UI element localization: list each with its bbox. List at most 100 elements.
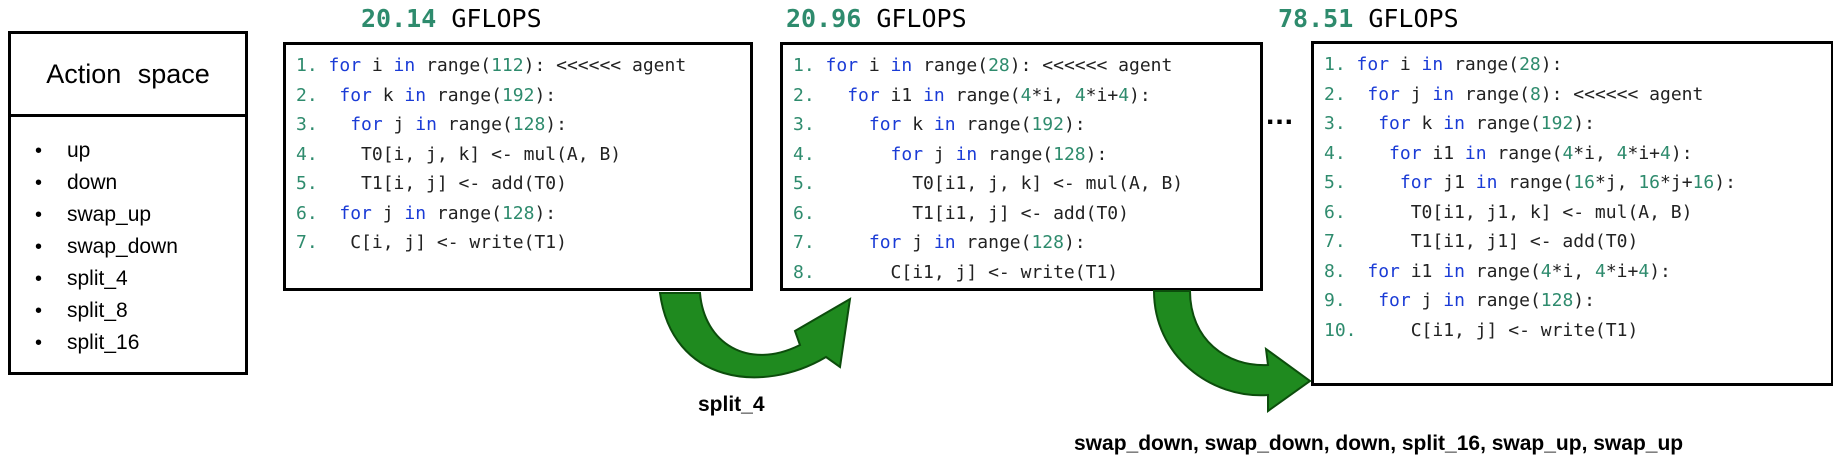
line-number: 1.	[296, 55, 329, 76]
line-number: 7.	[1324, 231, 1357, 252]
code-text: T0[i, j, k] <- mul(A, B)	[328, 143, 622, 165]
code-number: 4	[1540, 260, 1552, 282]
code-number: 4	[1074, 84, 1086, 106]
code-number: 16	[1638, 172, 1661, 193]
code-text: *j+	[1660, 172, 1693, 193]
code-line: 8. for i1 in range(4*i, 4*i+4):	[1324, 257, 1821, 287]
code-text: range(	[955, 232, 1032, 253]
action-list: up down swap_up swap_down split_4 split_…	[11, 117, 245, 359]
code-text: ):	[1063, 232, 1086, 253]
stage-3-gflops-unit: GFLOPS	[1368, 4, 1459, 33]
code-text: j	[923, 143, 956, 165]
action-space-title: Action space	[11, 34, 245, 117]
code-line: 6. T1[i1, j] <- add(T0)	[793, 199, 1250, 229]
transition-arrow-1	[658, 292, 852, 379]
code-text: *i+	[1605, 260, 1639, 282]
code-text: range(	[426, 84, 502, 106]
code-text: ):	[1670, 142, 1693, 164]
code-line: 4. for j in range(128):	[793, 140, 1250, 170]
code-keyword: in	[933, 232, 956, 253]
stage-3-code-box: 1. for i in range(28):2. for j in range(…	[1311, 41, 1833, 386]
code-number: 4	[1594, 260, 1606, 282]
code-keyword: for	[847, 84, 880, 106]
code-keyword: in	[1432, 83, 1455, 105]
code-number: 8	[1529, 83, 1541, 105]
line-number: 8.	[793, 261, 826, 283]
code-line: 6. for j in range(128):	[296, 199, 740, 229]
code-text: ): <<<<<< agent	[523, 55, 687, 76]
code-text: j1	[1432, 172, 1476, 193]
code-text: T0[i1, j, k] <- mul(A, B)	[825, 173, 1184, 194]
code-keyword: for	[1367, 260, 1400, 282]
code-text	[329, 114, 351, 135]
code-text	[329, 203, 340, 224]
stage-1-gflops-value: 20.14	[361, 4, 437, 33]
line-number: 6.	[1324, 201, 1357, 223]
action-space-panel: Action space up down swap_up swap_down s…	[8, 31, 248, 375]
line-number: 4.	[1324, 142, 1357, 164]
code-line: 8. C[i1, j] <- write(T1)	[793, 258, 1250, 288]
code-text: i1	[879, 84, 924, 106]
transition-label-1: split_4	[698, 393, 765, 416]
code-line: 1. for i in range(28): <<<<<< agent	[793, 51, 1250, 81]
action-item-up: up	[11, 135, 245, 167]
code-text: *j,	[1594, 172, 1639, 193]
code-keyword: for	[328, 55, 362, 76]
code-text: range(	[1464, 290, 1541, 311]
code-text	[1357, 290, 1379, 311]
code-number: 128	[512, 114, 546, 135]
action-item-swap-up: swap_up	[11, 199, 245, 231]
code-text: range(	[436, 114, 513, 135]
code-number: 4	[1118, 84, 1130, 106]
code-text: range(	[1454, 83, 1530, 105]
action-item-down: down	[11, 167, 245, 199]
transition-label-2: swap_down, swap_down, down, split_16, sw…	[1074, 432, 1684, 455]
code-text: ):	[1714, 172, 1736, 193]
code-text: ):	[1063, 114, 1086, 135]
code-line: 4. for i1 in range(4*i, 4*i+4):	[1324, 139, 1821, 169]
action-item-split-16: split_16	[11, 327, 245, 359]
code-line: 7. T1[i1, j1] <- add(T0)	[1324, 227, 1821, 257]
code-keyword: for	[1389, 142, 1422, 164]
code-line: 3. for j in range(128):	[296, 110, 740, 140]
code-text: j	[901, 232, 934, 253]
stage-3-gflops: 78.51 GFLOPS	[1278, 4, 1459, 33]
code-keyword: in	[890, 55, 913, 76]
code-keyword: for	[350, 114, 383, 135]
line-number: 8.	[1324, 260, 1357, 282]
code-text: T1[i, j] <- add(T0)	[328, 173, 567, 194]
code-keyword: in	[1475, 172, 1498, 193]
code-text: range(	[1464, 260, 1541, 282]
code-keyword: in	[1443, 260, 1465, 282]
line-number: 3.	[793, 114, 826, 135]
code-number: 4	[1020, 84, 1032, 106]
code-line: 6. T0[i1, j1, k] <- mul(A, B)	[1324, 198, 1821, 228]
code-text: T0[i1, j1, k] <- mul(A, B)	[1356, 201, 1693, 223]
code-keyword: for	[868, 232, 902, 253]
line-number: 7.	[793, 232, 826, 253]
code-keyword: in	[955, 143, 978, 165]
code-number: 192	[501, 84, 535, 106]
code-keyword: in	[415, 114, 437, 135]
code-text: range(	[912, 55, 989, 76]
code-number: 192	[1540, 113, 1574, 134]
code-text: range(	[415, 55, 492, 76]
code-number: 16	[1692, 172, 1715, 193]
code-line: 2. for j in range(8): <<<<<< agent	[1324, 80, 1821, 110]
stage-1-gflops-unit: GFLOPS	[451, 4, 542, 33]
action-item-swap-down: swap_down	[11, 231, 245, 263]
code-text	[1357, 84, 1368, 105]
code-keyword: for	[1399, 172, 1433, 193]
code-text: range(	[1486, 142, 1563, 164]
line-number: 3.	[1324, 113, 1357, 134]
code-text: j	[382, 114, 416, 135]
code-text	[826, 114, 869, 135]
code-text: i1	[1421, 142, 1465, 164]
code-keyword: in	[933, 114, 956, 135]
code-number: 4	[1616, 142, 1628, 164]
line-number: 9.	[1324, 290, 1357, 311]
code-text	[1357, 113, 1379, 134]
transition-arrow-2-shape	[1152, 290, 1312, 413]
code-keyword: for	[825, 55, 859, 76]
code-text: C[i1, j] <- write(T1)	[825, 261, 1119, 283]
